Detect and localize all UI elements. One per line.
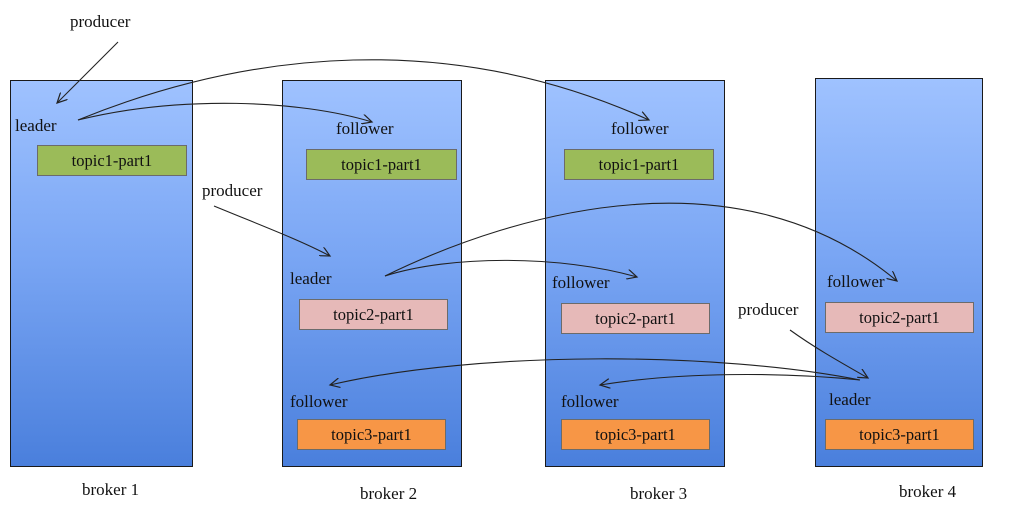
broker-2-label: broker 2 [360, 484, 418, 503]
broker-3-label: broker 3 [630, 484, 688, 503]
broker-4 [815, 78, 983, 467]
broker-1-label: broker 1 [82, 480, 140, 499]
broker-2 [282, 80, 462, 467]
arrow-topic2-to-b4 [384, 202, 897, 281]
role-follower-topic3-b3: follower [561, 392, 619, 411]
partition-topic2-b2: topic2-part1 [299, 299, 448, 330]
role-leader-topic1: leader [15, 116, 57, 135]
arrow-topic3-to-b3 [600, 373, 861, 385]
role-leader-topic3: leader [829, 390, 871, 409]
broker-4-label: broker 4 [899, 482, 957, 501]
partition-topic1-b2: topic1-part1 [306, 149, 457, 180]
producer-label-3: producer [738, 300, 799, 319]
producer-label-2: producer [202, 181, 263, 200]
partition-topic3-b3: topic3-part1 [561, 419, 710, 450]
arrow-topic2-to-b3 [384, 259, 637, 277]
partition-topic1-b1: topic1-part1 [37, 145, 187, 176]
partition-topic2-b4: topic2-part1 [825, 302, 974, 333]
arrow-producer-to-leader-topic1 [57, 41, 119, 103]
arrow-producer-to-leader-topic2 [213, 205, 330, 256]
partition-topic1-b3: topic1-part1 [564, 149, 714, 180]
partition-topic2-b3: topic2-part1 [561, 303, 710, 334]
role-follower-topic2-b4: follower [827, 272, 885, 291]
arrow-topic1-to-b3 [77, 59, 649, 120]
role-follower-topic3-b2: follower [290, 392, 348, 411]
role-follower-topic1-b2: follower [336, 119, 394, 138]
role-follower-topic1-b3: follower [611, 119, 669, 138]
arrow-topic3-to-b2 [330, 358, 861, 385]
arrow-topic1-to-b2 [77, 102, 372, 122]
role-follower-topic2-b3: follower [552, 273, 610, 292]
arrow-producer-to-leader-topic3 [789, 329, 868, 378]
partition-topic3-b2: topic3-part1 [297, 419, 446, 450]
role-leader-topic2: leader [290, 269, 332, 288]
partition-topic3-b4: topic3-part1 [825, 419, 974, 450]
broker-1 [10, 80, 193, 467]
producer-label-1: producer [70, 12, 131, 31]
